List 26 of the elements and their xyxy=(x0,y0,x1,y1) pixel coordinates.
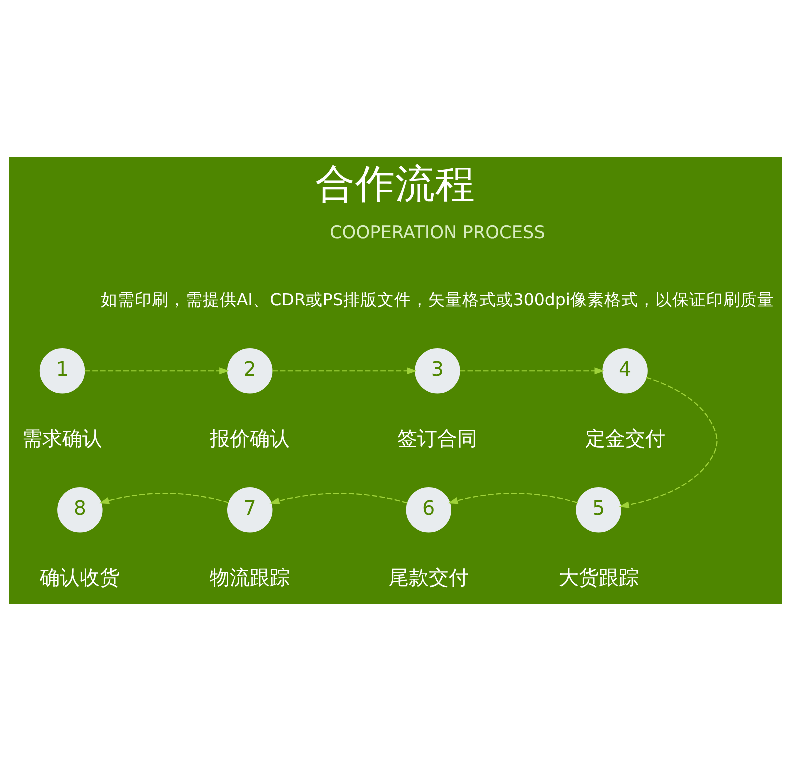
arrow xyxy=(618,377,718,508)
node-circle: 8 xyxy=(57,488,102,533)
arrow xyxy=(272,368,417,375)
node-circle: 2 xyxy=(227,348,272,394)
label: 如需印刷，需提供AI、CDR或PS排版文件，矢量格式或300dpi像素格式，以保证印刷质量 xyxy=(100,290,774,310)
node-label: 大货跟踪 xyxy=(558,566,638,590)
node-circle: 5 xyxy=(576,488,621,533)
node-label: 物流跟踪 xyxy=(210,566,290,590)
arrow xyxy=(448,493,578,504)
node-label: 需求确认 xyxy=(22,427,102,450)
node-circle: 4 xyxy=(602,348,648,394)
label: COOPERATION PROCESS xyxy=(330,223,545,244)
arrow xyxy=(84,368,230,375)
node-circle: 6 xyxy=(406,488,451,533)
arrow xyxy=(98,493,229,504)
node-circle: 1 xyxy=(39,348,85,394)
node-label: 报价确认 xyxy=(210,427,290,450)
arrow xyxy=(460,368,604,375)
node-circle: 7 xyxy=(227,488,272,533)
diagram-title: 合作流程 xyxy=(315,162,475,208)
node-label: 签订合同 xyxy=(397,427,478,450)
arrow xyxy=(269,493,408,504)
node-label: 尾款交付 xyxy=(388,566,468,590)
node-label: 确认收货 xyxy=(40,566,120,590)
node-label: 定金交付 xyxy=(584,427,665,450)
node-circle: 3 xyxy=(414,348,460,394)
